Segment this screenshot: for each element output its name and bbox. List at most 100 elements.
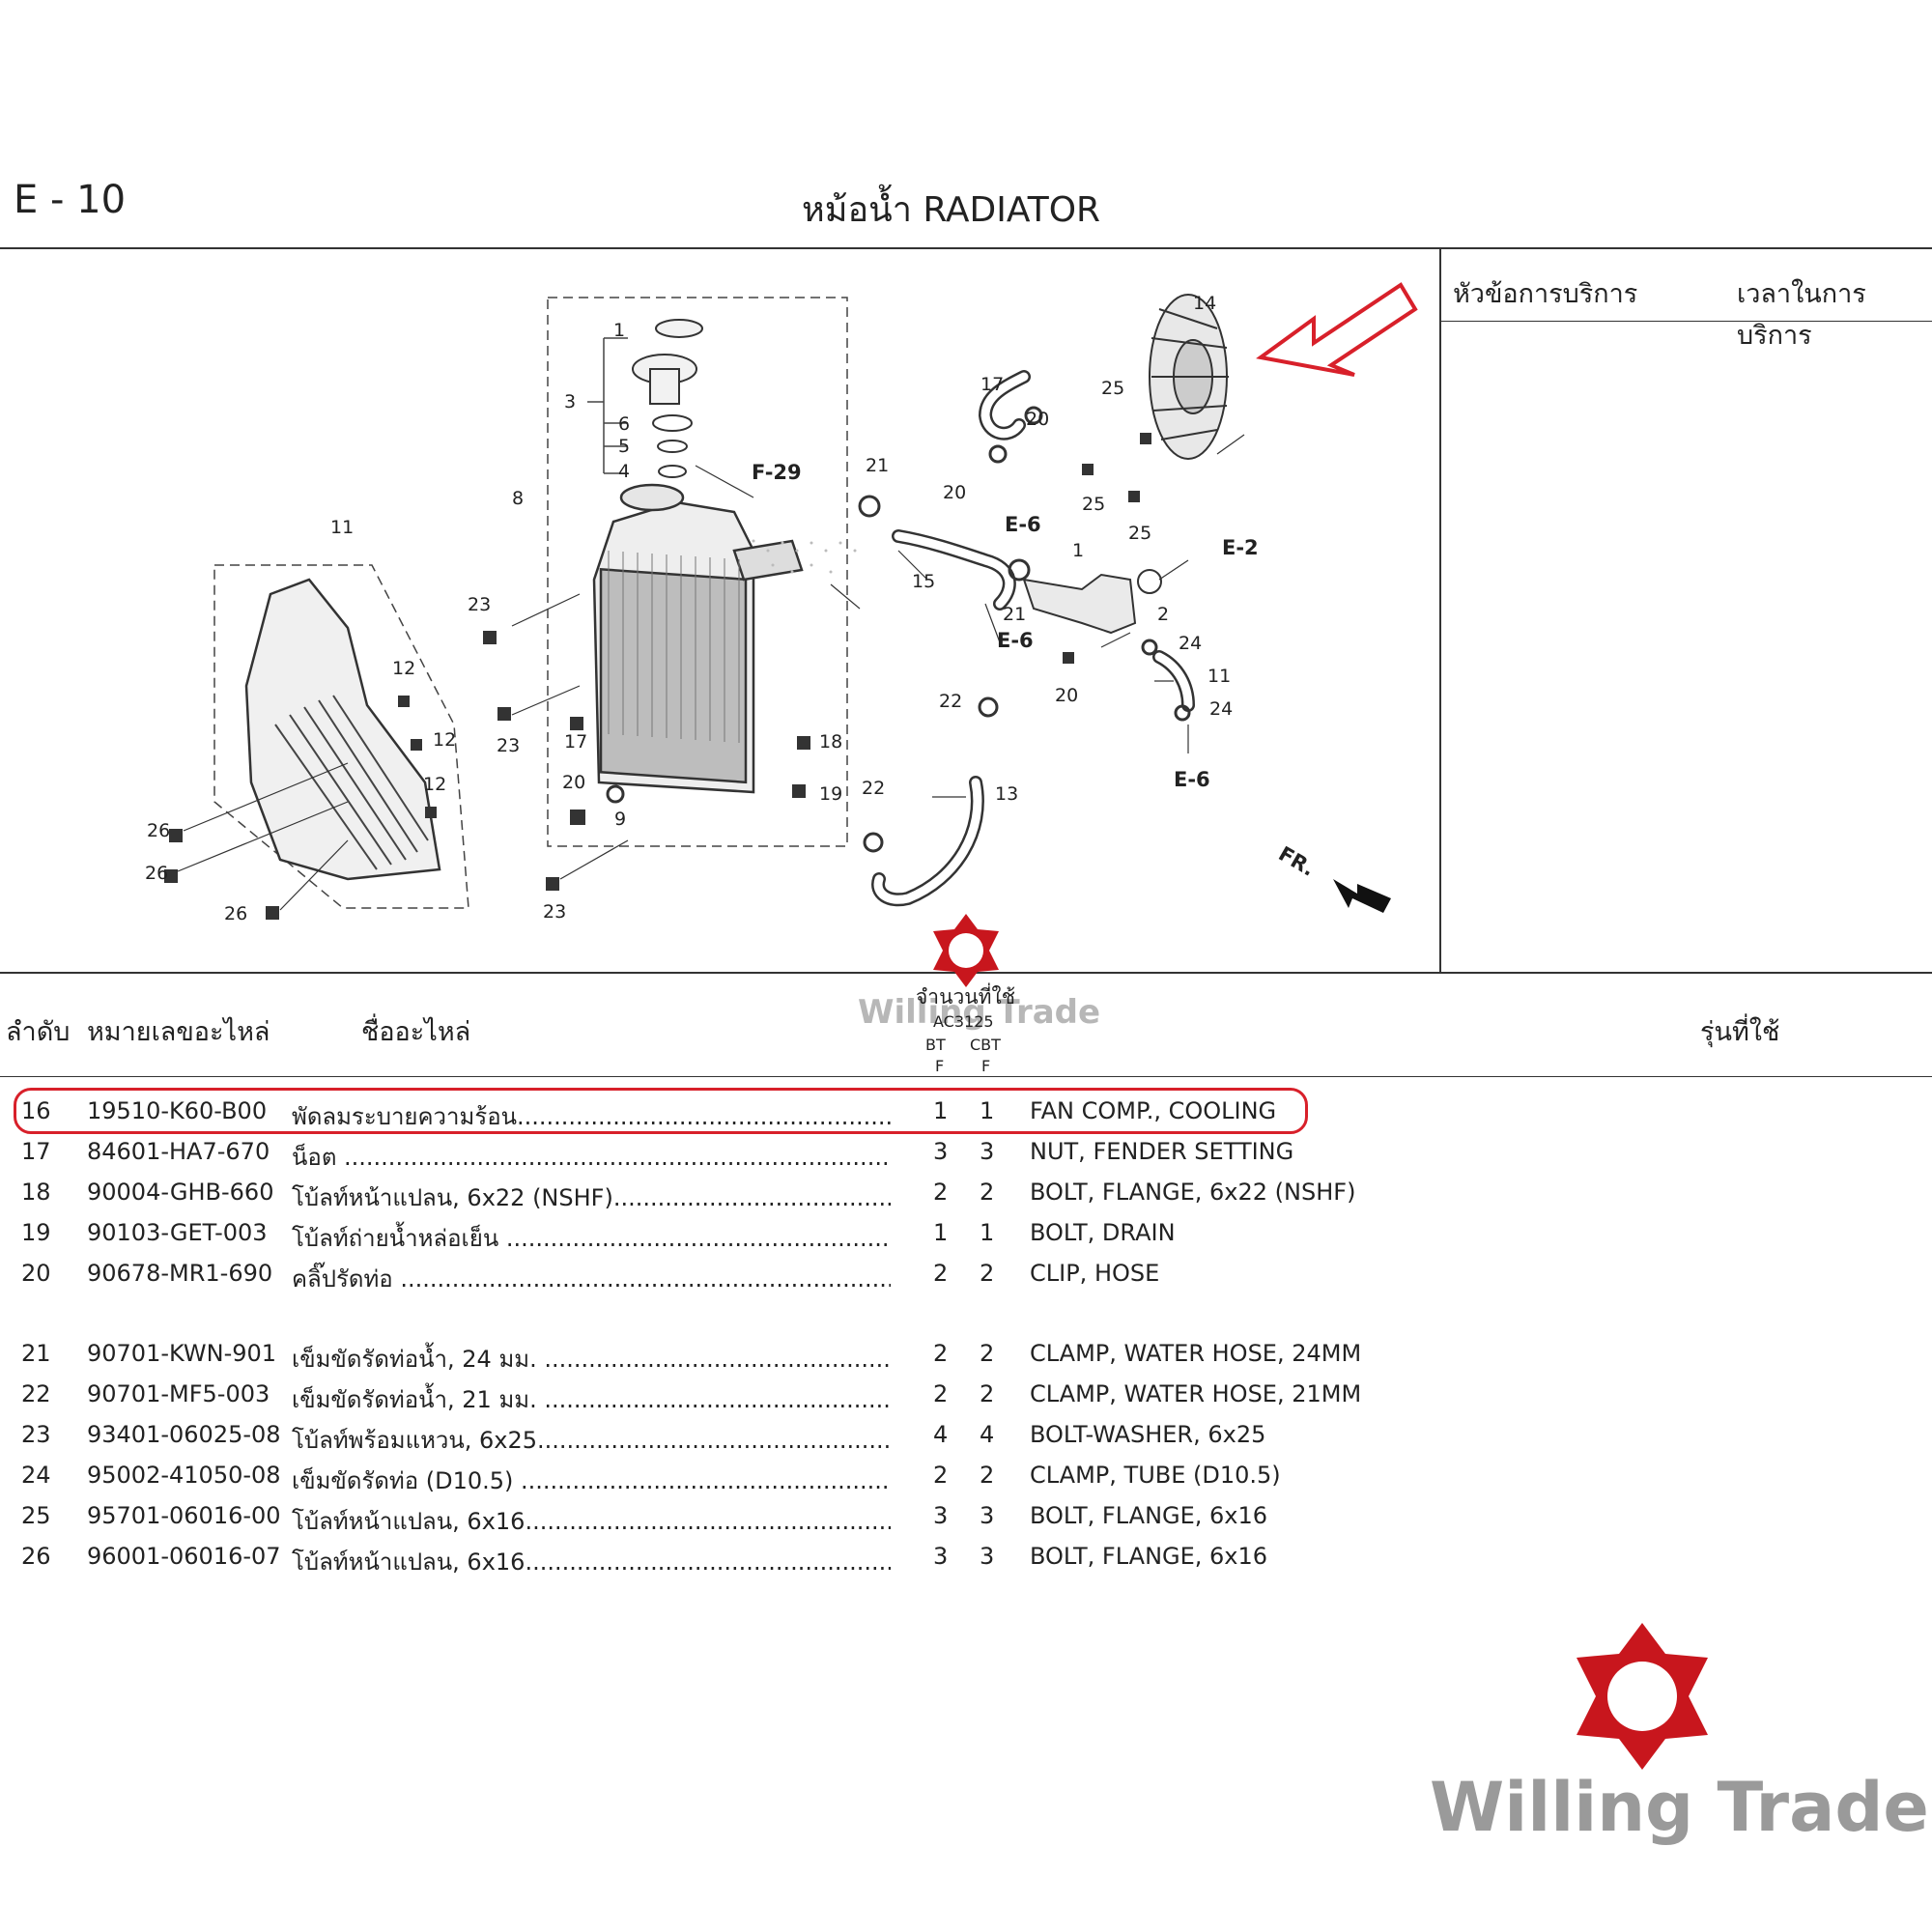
table-row: 23 93401-06025-08 โบ้ลท์พร้อมแหวน, 6x25.… bbox=[0, 1415, 1430, 1456]
table-row: 20 90678-MR1-690 คลิ๊ปรัดท่อ ...........… bbox=[0, 1254, 1430, 1294]
leader-lines bbox=[177, 434, 1245, 911]
row-name-en: BOLT, FLANGE, 6x22 (NSHF) bbox=[1030, 1179, 1356, 1206]
row-part-no: 95701-06016-00 bbox=[87, 1502, 281, 1529]
callout-18: 20 bbox=[1055, 685, 1078, 706]
callout-14: 15 bbox=[912, 571, 935, 592]
watermark-brand-large: Willing Trade bbox=[1430, 1768, 1929, 1847]
callout-17b: 18 bbox=[819, 731, 842, 753]
table-row: 24 95002-41050-08 เข็มขัดรัดท่อ (D10.5) … bbox=[0, 1456, 1430, 1496]
row-name-en: FAN COMP., COOLING bbox=[1030, 1097, 1277, 1124]
col-header-no: ลำดับ bbox=[6, 1017, 71, 1047]
row-qty-bt: 2 bbox=[933, 1380, 949, 1407]
highlight-arrow bbox=[1256, 282, 1418, 377]
row-no: 19 bbox=[21, 1219, 51, 1246]
row-qty-cbt: 3 bbox=[980, 1138, 995, 1165]
row-qty-bt: 2 bbox=[933, 1340, 949, 1367]
callout-11: 11 bbox=[1208, 666, 1231, 687]
col-header-cbt-f: F bbox=[981, 1057, 991, 1075]
table-row: 16 19510-K60-B00 พัดลมระบายความร้อน.....… bbox=[0, 1092, 1430, 1132]
callout-17a: 17 bbox=[564, 731, 587, 753]
row-part-no: 90103-GET-003 bbox=[87, 1219, 268, 1246]
callout-23a: 23 bbox=[468, 594, 491, 615]
cap-stem bbox=[649, 368, 680, 405]
row-no: 24 bbox=[21, 1462, 51, 1489]
row-part-no: 90701-KWN-901 bbox=[87, 1340, 277, 1367]
callout-2: 2 bbox=[1157, 604, 1169, 625]
callout-17c: 19 bbox=[819, 783, 842, 805]
row-qty-cbt: 1 bbox=[980, 1219, 995, 1246]
row-part-no: 93401-06025-08 bbox=[87, 1421, 281, 1448]
col-header-qty: จำนวนที่ใช้ bbox=[916, 985, 1015, 1009]
col-header-cbt: CBT bbox=[970, 1036, 1001, 1054]
ref-e6a: E-6 bbox=[1005, 513, 1041, 536]
water-pipe-1 bbox=[1022, 573, 1137, 635]
table-row: 25 95701-06016-00 โบ้ลท์หน้าแปลน, 6x16..… bbox=[0, 1496, 1430, 1537]
row-qty-cbt: 4 bbox=[980, 1421, 995, 1448]
callout-26c: 26 bbox=[224, 903, 247, 924]
callout-25b: 25 bbox=[1082, 494, 1105, 515]
callout-22b: 22 bbox=[862, 778, 885, 799]
table-row: 19 90103-GET-003 โบ้ลท์ถ่ายน้ำหล่อเย็น .… bbox=[0, 1213, 1430, 1254]
row-name-th: น็อต ...................................… bbox=[292, 1144, 891, 1171]
row-qty-bt: 2 bbox=[933, 1179, 949, 1206]
cooling-fan-16 bbox=[1149, 294, 1229, 460]
callout-15: 17 bbox=[980, 374, 1004, 395]
ref-e6b: E-6 bbox=[997, 629, 1034, 652]
dotted-region bbox=[752, 539, 857, 574]
col-header-bt: BT bbox=[925, 1036, 946, 1054]
row-part-no: 90004-GHB-660 bbox=[87, 1179, 274, 1206]
callout-9: 9 bbox=[614, 809, 626, 830]
service-panel-divider bbox=[1439, 247, 1441, 974]
clamp-21a bbox=[858, 495, 881, 518]
radiator-shroud-10 bbox=[244, 578, 441, 881]
nut-17a bbox=[570, 717, 583, 730]
bolt-18 bbox=[1063, 652, 1074, 664]
row-part-no: 95002-41050-08 bbox=[87, 1462, 281, 1489]
table-row: 26 96001-06016-07 โบ้ลท์หน้าแปลน, 6x16..… bbox=[0, 1537, 1430, 1577]
bolt-26c bbox=[266, 906, 279, 920]
row-part-no: 84601-HA7-670 bbox=[87, 1138, 270, 1165]
washer-9 bbox=[606, 784, 625, 804]
front-direction-arrow bbox=[1333, 879, 1391, 913]
nut-12a bbox=[398, 696, 410, 707]
row-name-en: BOLT, FLANGE, 6x16 bbox=[1030, 1502, 1268, 1529]
clamp-24b bbox=[1174, 704, 1191, 722]
radiator-assembly-box bbox=[547, 297, 848, 847]
clip-20b bbox=[988, 444, 1008, 464]
row-name-th: โบ้ลท์หน้าแปลน, 6x22 (NSHF).............… bbox=[292, 1184, 891, 1211]
row-no: 21 bbox=[21, 1340, 51, 1367]
col-header-name: ชื่ออะไหล่ bbox=[361, 1017, 471, 1047]
callout-21b: 21 bbox=[1003, 604, 1026, 625]
row-name-en: BOLT-WASHER, 6x25 bbox=[1030, 1421, 1266, 1448]
clamp-22a bbox=[978, 696, 999, 718]
bolt-23c bbox=[546, 877, 559, 891]
cap-seal-7 bbox=[655, 319, 703, 338]
filler-neck bbox=[619, 483, 685, 512]
callout-23b: 23 bbox=[497, 735, 520, 756]
table-row: 17 84601-HA7-670 น็อต ..................… bbox=[0, 1132, 1430, 1173]
row-name-th: โบ้ลท์ถ่ายน้ำหล่อเย็น ..................… bbox=[292, 1225, 891, 1252]
nut-12c bbox=[425, 807, 437, 818]
callout-26a: 26 bbox=[147, 820, 170, 841]
callout-6: 6 bbox=[618, 413, 630, 435]
row-part-no: 90701-MF5-003 bbox=[87, 1380, 270, 1407]
row-qty-bt: 1 bbox=[933, 1219, 949, 1246]
callout-13: 13 bbox=[995, 783, 1018, 805]
callout-26b: 26 bbox=[145, 863, 168, 884]
row-name-en: CLIP, HOSE bbox=[1030, 1260, 1160, 1287]
row-name-th: คลิ๊ปรัดท่อ ............................… bbox=[292, 1265, 891, 1293]
ref-f29: F-29 bbox=[752, 461, 802, 484]
page-title: หม้อน้ำ RADIATOR bbox=[802, 190, 1101, 230]
row-qty-bt: 4 bbox=[933, 1421, 949, 1448]
row-name-en: CLAMP, WATER HOSE, 21MM bbox=[1030, 1380, 1362, 1407]
callout-20b: 20 bbox=[943, 482, 966, 503]
page-code: E - 10 bbox=[14, 178, 127, 222]
bolt-25c bbox=[1128, 491, 1140, 502]
row-name-en: NUT, FENDER SETTING bbox=[1030, 1138, 1294, 1165]
bolt-26a bbox=[169, 829, 183, 842]
clamp-21b bbox=[1008, 558, 1031, 582]
row-qty-cbt: 2 bbox=[980, 1179, 995, 1206]
row-name-th: โบ้ลท์หน้าแปลน, 6x16....................… bbox=[292, 1548, 891, 1576]
row-qty-bt: 3 bbox=[933, 1502, 949, 1529]
table-row: 22 90701-MF5-003 เข็มขัดรัดท่อน้ำ, 21 มม… bbox=[0, 1375, 1430, 1415]
